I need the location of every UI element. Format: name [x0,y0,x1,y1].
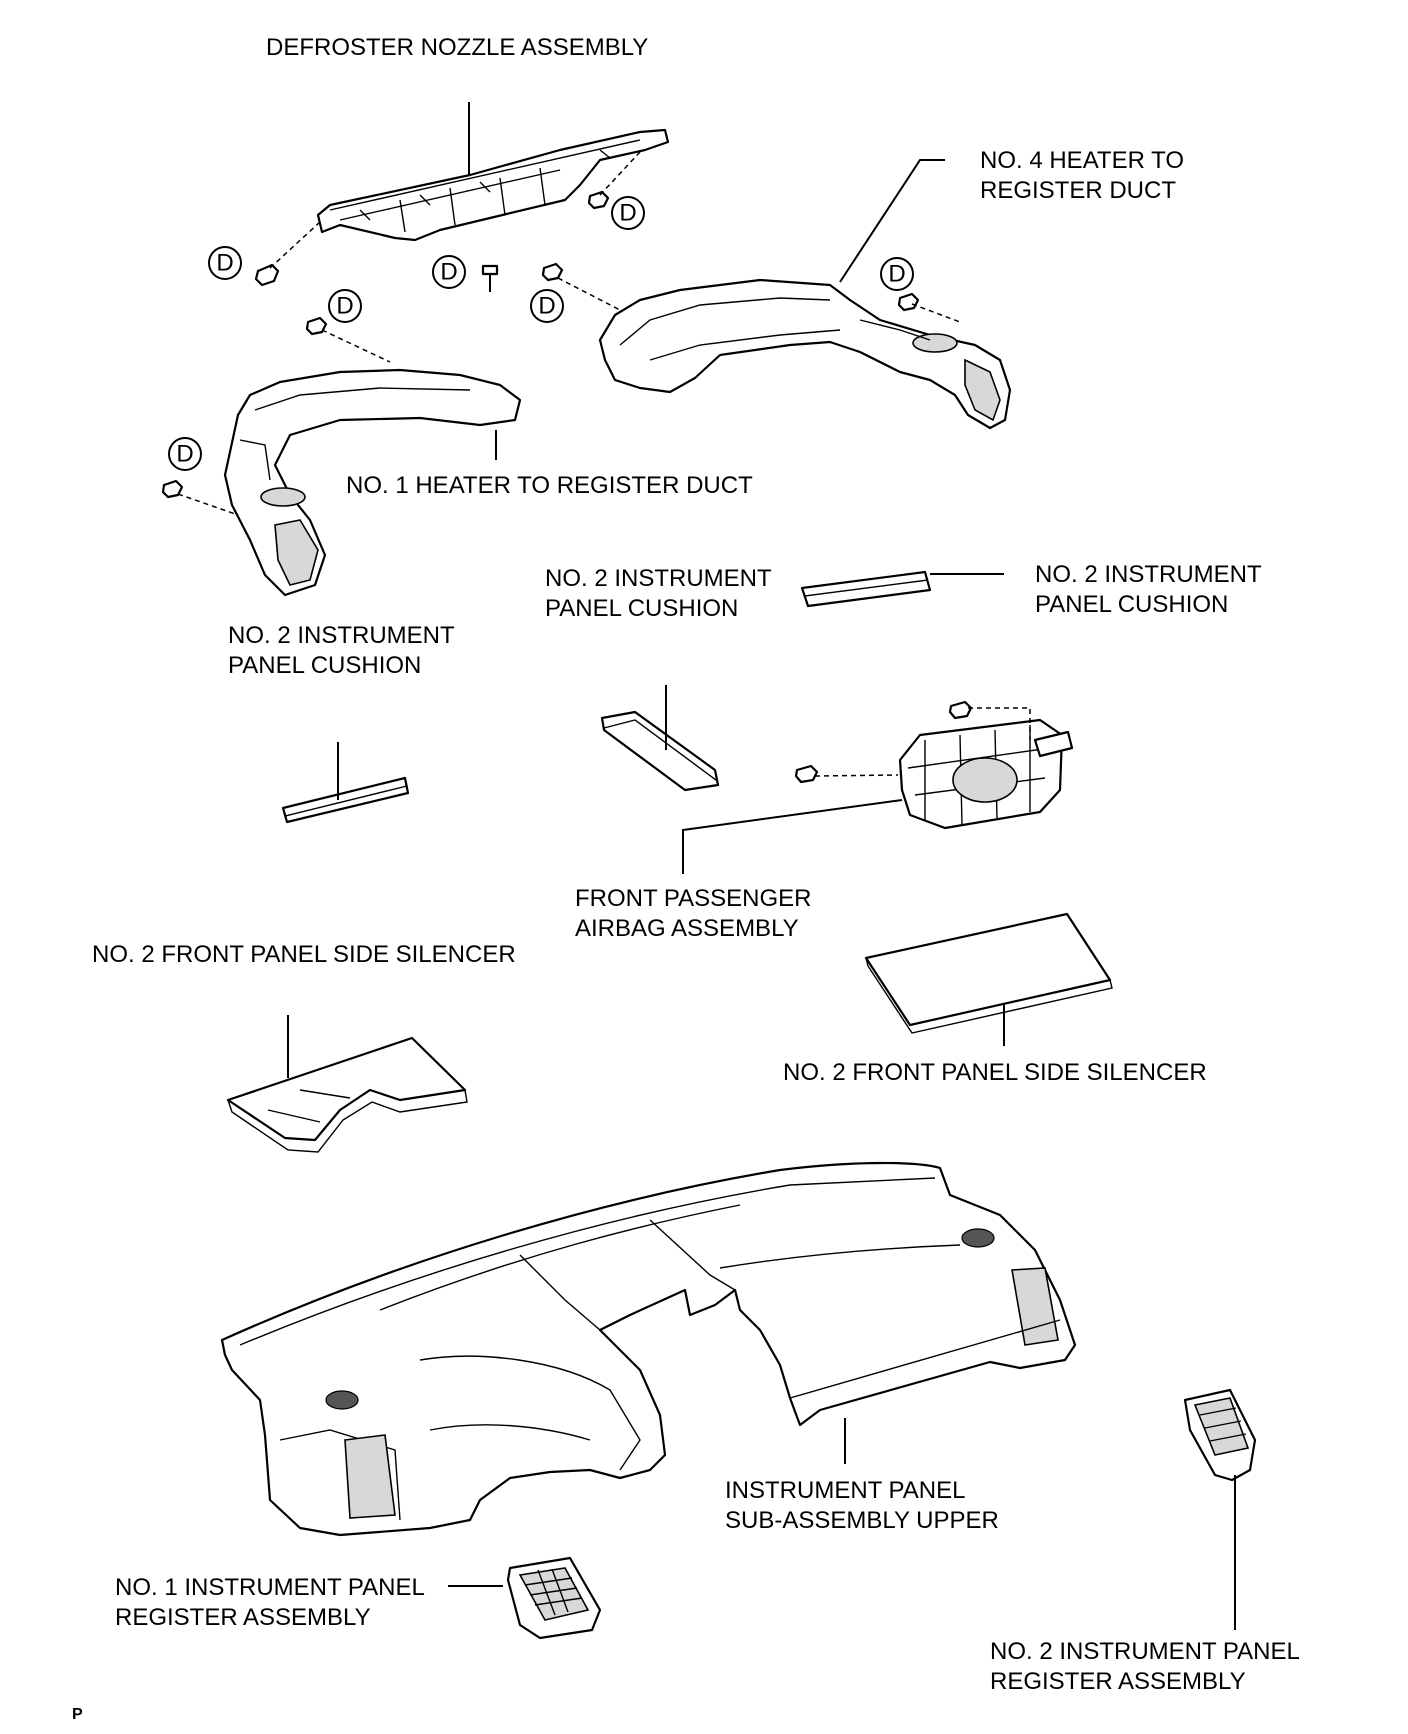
label-line: NO. 1 INSTRUMENT PANEL [115,1574,425,1601]
airbag-bolt-left [794,764,819,784]
d-marker-6: D [880,257,914,291]
label-line: NO. 4 HEATER TO [980,147,1185,174]
d-marker-2: D [432,255,466,289]
defroster-clip-center [481,264,499,292]
label-no1-heater-register-duct: NO. 1 HEATER TO REGISTER DUCT [346,472,753,499]
no2-instrument-panel-register [1183,1388,1257,1482]
d-marker-3: D [611,196,645,230]
label-line: PANEL CUSHION [228,652,422,679]
d-marker-4: D [328,289,362,323]
defroster-clip-right [587,190,610,210]
label-line: REGISTER DUCT [980,177,1177,204]
cushion-right [800,570,932,608]
label-line: REGISTER ASSEMBLY [115,1604,371,1631]
label-cushion-right: NO. 2 INSTRUMENT PANEL CUSHION [1035,560,1262,620]
d-marker-7: D [168,437,202,471]
no1-heater-register-duct [223,368,522,597]
label-silencer-left: NO. 2 FRONT PANEL SIDE SILENCER [92,941,516,968]
label-cushion-left: NO. 2 INSTRUMENT PANEL CUSHION [228,621,455,681]
defroster-clip-left [254,263,280,287]
label-line: REGISTER ASSEMBLY [990,1668,1246,1695]
airbag-bolt-top [948,700,973,720]
no4-duct-clip-right [897,292,920,312]
label-front-passenger-airbag: FRONT PASSENGER AIRBAG ASSEMBLY [575,884,811,944]
label-line: PANEL CUSHION [545,595,739,622]
cushion-center [600,710,720,792]
label-no1-register-assembly: NO. 1 INSTRUMENT PANEL REGISTER ASSEMBLY [115,1573,425,1633]
defroster-nozzle-assembly [316,128,670,242]
svg-text:D: D [888,261,905,288]
front-passenger-airbag-assembly [898,718,1074,830]
label-line: NO. 2 INSTRUMENT PANEL [990,1638,1300,1665]
svg-text:D: D [538,293,555,320]
label-cushion-center: NO. 2 INSTRUMENT PANEL CUSHION [545,564,772,624]
label-line: SUB-ASSEMBLY UPPER [725,1507,999,1534]
footer-code: P [72,1706,83,1723]
instrument-panel-sub-assembly-upper [220,1161,1077,1537]
label-line: NO. 2 INSTRUMENT [545,565,772,592]
no4-heater-register-duct [598,278,1012,430]
no1-duct-clip-top [305,316,328,336]
silencer-right [864,912,1113,1034]
label-line: FRONT PASSENGER [575,885,812,912]
label-defroster-nozzle-assembly: DEFROSTER NOZZLE ASSEMBLY [266,34,649,61]
no4-duct-clip-left [541,262,564,282]
silencer-left [226,1036,468,1153]
label-no2-register-assembly: NO. 2 INSTRUMENT PANEL REGISTER ASSEMBLY [990,1637,1300,1697]
label-line: PANEL CUSHION [1035,591,1229,618]
label-line: INSTRUMENT PANEL [725,1477,966,1504]
svg-text:D: D [619,200,636,227]
label-silencer-right: NO. 2 FRONT PANEL SIDE SILENCER [783,1059,1207,1086]
d-marker-1: D [208,246,242,280]
label-no4-heater-register-duct: NO. 4 HEATER TO REGISTER DUCT [980,146,1184,206]
no1-instrument-panel-register [506,1556,602,1640]
d-marker-5: D [530,289,564,323]
label-instrument-panel-upper: INSTRUMENT PANEL SUB-ASSEMBLY UPPER [725,1476,999,1536]
label-line: NO. 2 INSTRUMENT [228,622,455,649]
svg-text:D: D [336,293,353,320]
label-line: AIRBAG ASSEMBLY [575,915,799,942]
no1-duct-clip-left [161,479,184,499]
svg-text:D: D [216,250,233,277]
label-line: NO. 2 INSTRUMENT [1035,561,1262,588]
svg-text:D: D [440,259,457,286]
cushion-left [281,776,410,824]
svg-text:D: D [176,441,193,468]
